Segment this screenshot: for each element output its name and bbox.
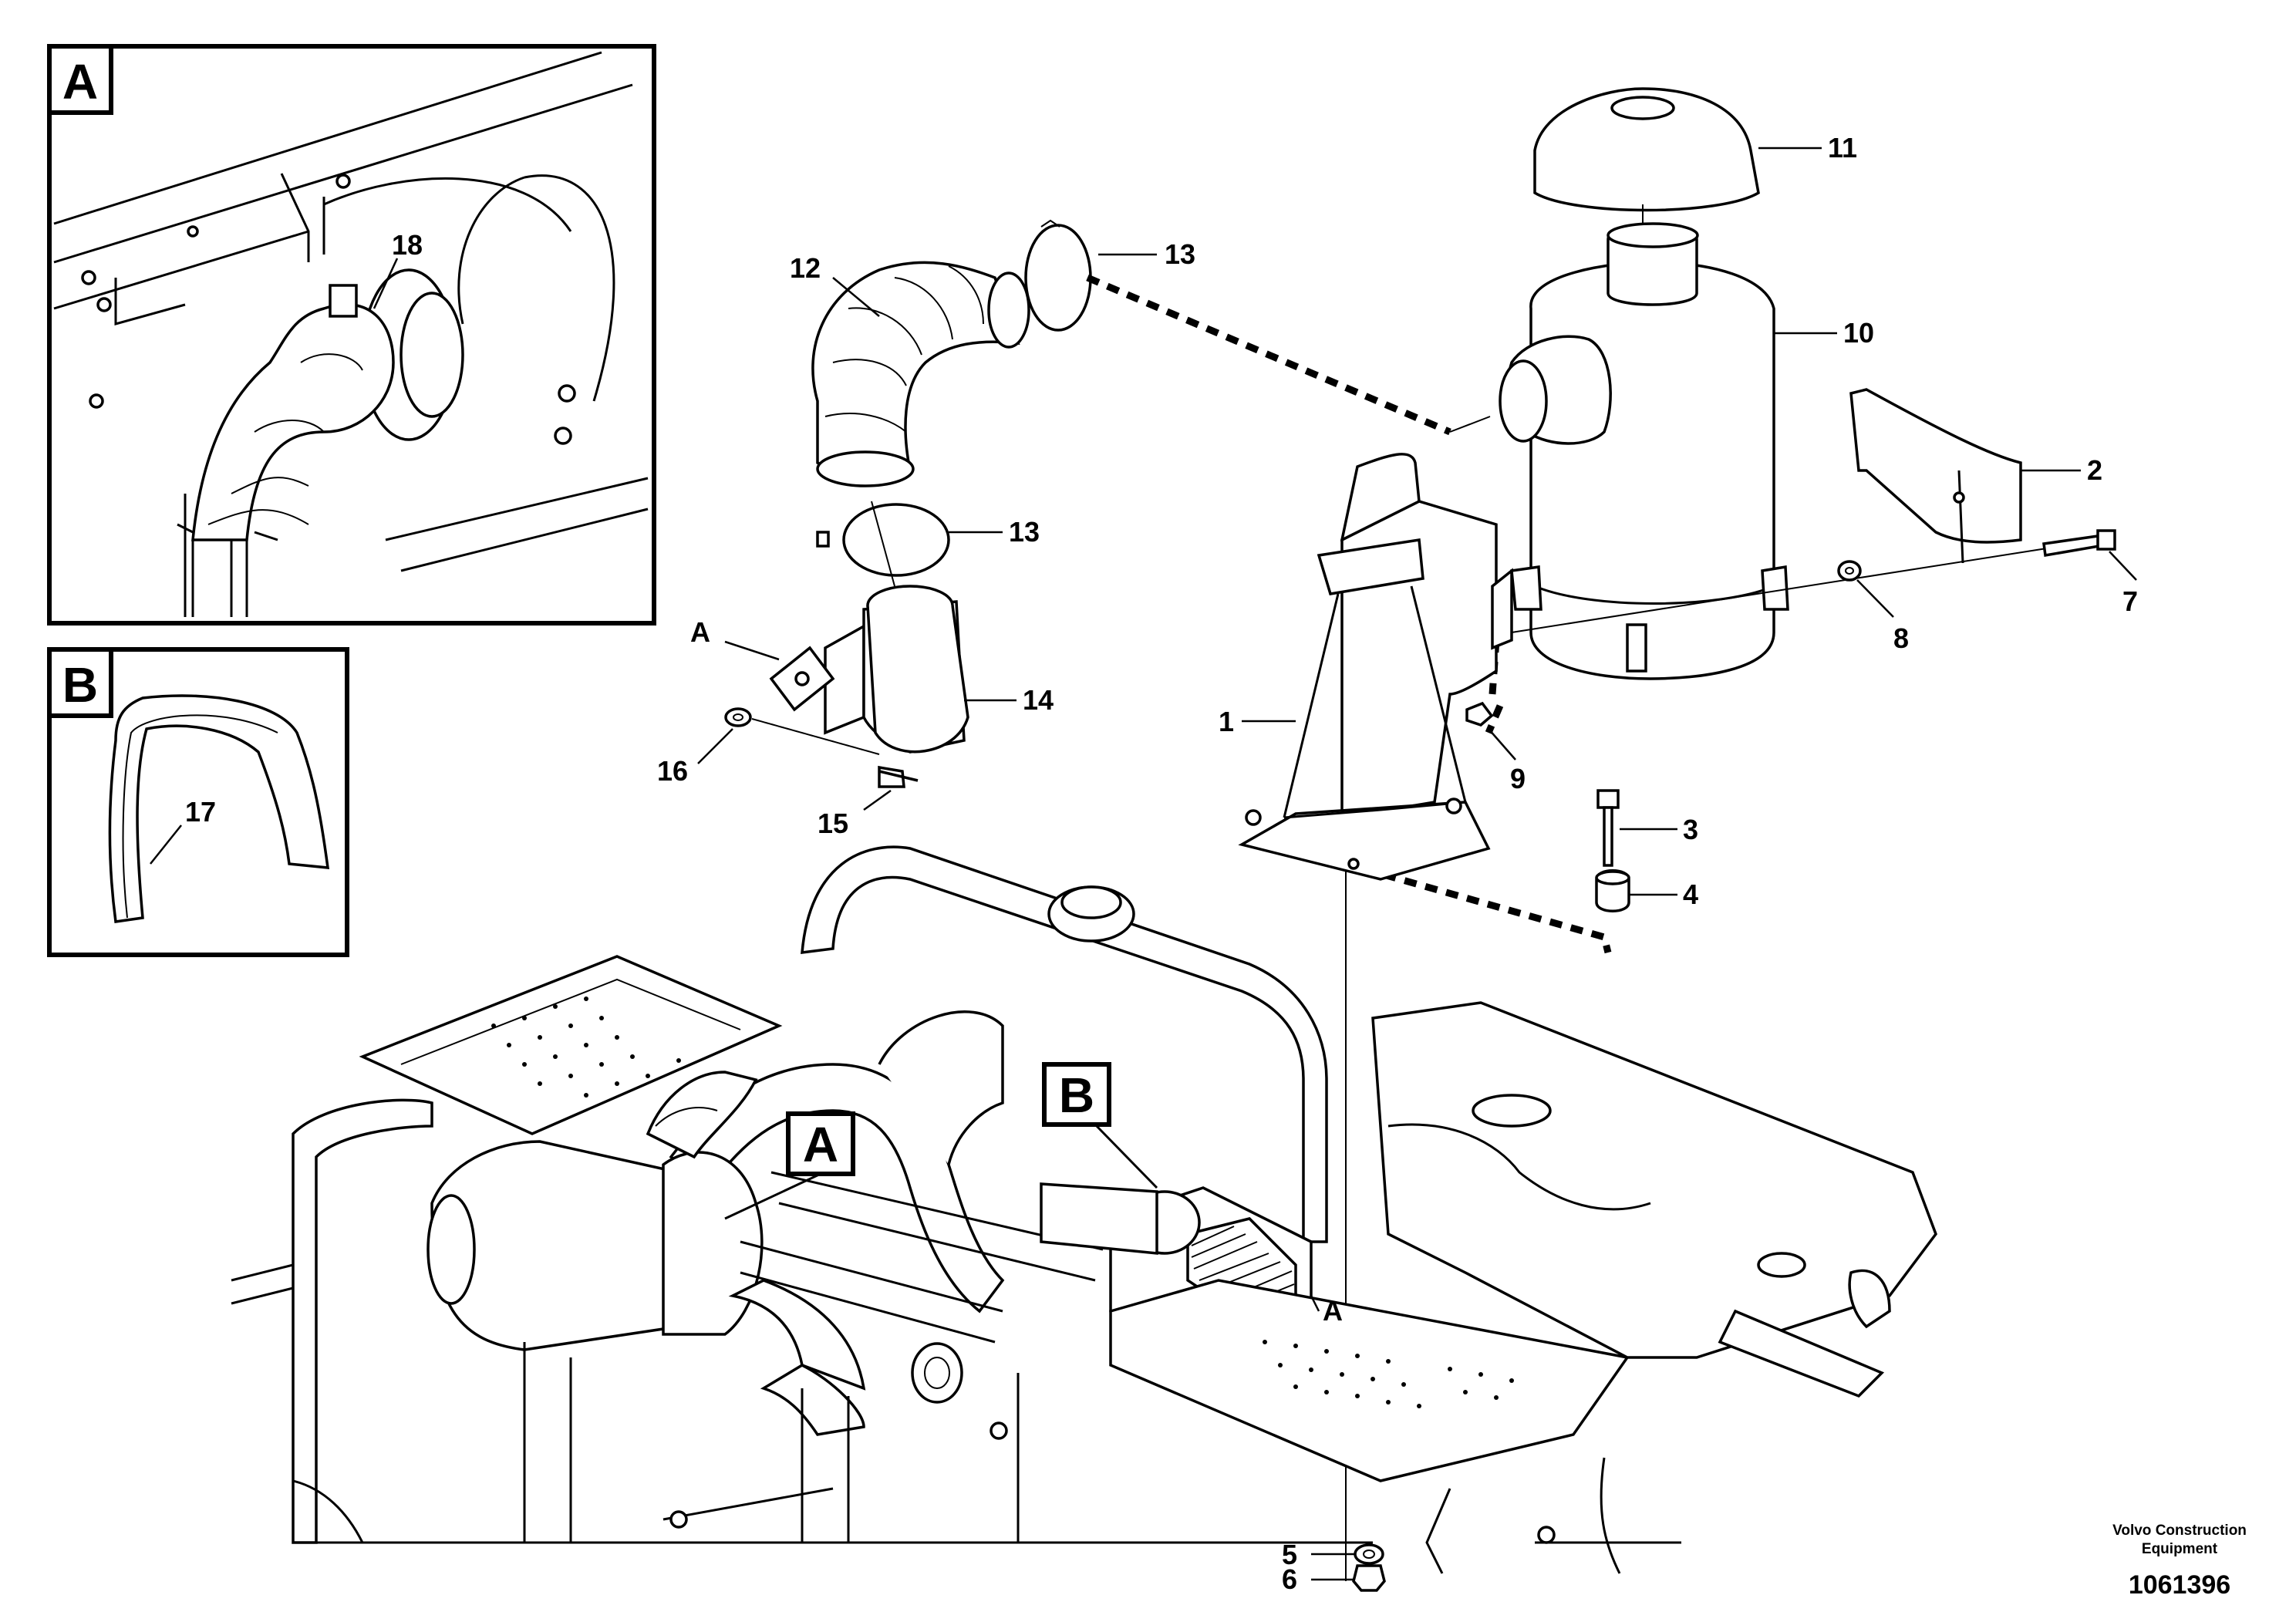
washer-8	[1837, 560, 1862, 582]
detail-view-a: A	[47, 44, 656, 626]
svg-text:9: 9	[1510, 763, 1526, 794]
svg-text:3: 3	[1683, 814, 1698, 845]
svg-text:11: 11	[1828, 132, 1857, 164]
callout-10: 10	[1774, 317, 1874, 349]
callout-1: 1	[1219, 706, 1296, 737]
pipe-14	[769, 585, 969, 754]
washer-16	[724, 707, 880, 755]
svg-text:6: 6	[1282, 1563, 1297, 1595]
clamp-13-upper	[1024, 219, 1092, 332]
svg-text:16: 16	[657, 755, 688, 787]
spacer-4	[1595, 869, 1630, 912]
svg-text:A: A	[803, 1117, 838, 1172]
clamp-13-lower	[816, 503, 950, 577]
detail-view-b: B	[47, 647, 349, 957]
svg-text:5: 5	[1282, 1539, 1297, 1570]
view-ref-a-main: A	[724, 1111, 855, 1220]
air-filter-10	[1449, 222, 1789, 680]
document-number: 1061396	[2129, 1570, 2230, 1600]
stand-1	[1238, 453, 1513, 881]
svg-text:B: B	[1059, 1067, 1094, 1123]
center-line-hose	[871, 501, 895, 587]
callout-2: 2	[2021, 454, 2102, 486]
callout-15: 15	[818, 789, 892, 839]
callout-6: 6	[1282, 1563, 1354, 1595]
nut-6	[1352, 1564, 1386, 1592]
callout-8: 8	[1856, 579, 1909, 654]
svg-text:13: 13	[1165, 238, 1195, 270]
callout-17: 17	[150, 796, 216, 865]
view-ref-a-bracket: A	[690, 616, 780, 661]
brand-line-1: Volvo Construction	[2112, 1523, 2247, 1539]
callout-16: 16	[657, 728, 733, 787]
svg-text:8: 8	[1893, 622, 1909, 654]
detail-b-label: B	[62, 657, 98, 713]
bolt-15	[878, 765, 919, 788]
callout-13-lower: 13	[949, 516, 1040, 548]
cover-11	[1533, 87, 1760, 239]
svg-text:12: 12	[790, 252, 821, 284]
callout-7: 7	[2109, 551, 2138, 617]
view-ref-a-small: A	[1310, 1295, 1343, 1327]
callout-14: 14	[964, 684, 1054, 716]
svg-text:10: 10	[1843, 317, 1874, 349]
svg-text:7: 7	[2122, 585, 2138, 617]
bolt-3	[1596, 789, 1620, 867]
callout-3: 3	[1620, 814, 1698, 845]
svg-text:15: 15	[818, 808, 848, 839]
callout-13-upper: 13	[1098, 238, 1195, 270]
detail-a-label: A	[62, 54, 98, 110]
callout-5: 5	[1282, 1539, 1354, 1570]
bolt-7	[2042, 529, 2116, 558]
view-ref-b-main: B	[1042, 1062, 1158, 1189]
strap-2	[1849, 388, 2022, 564]
svg-text:1: 1	[1219, 706, 1234, 737]
callout-11: 11	[1758, 132, 1857, 164]
svg-text:17: 17	[185, 796, 216, 828]
route-line-stand	[1368, 839, 1612, 954]
svg-text:A: A	[1323, 1295, 1343, 1327]
machine-assembly	[231, 845, 1937, 1574]
svg-text:4: 4	[1683, 878, 1698, 910]
svg-text:18: 18	[392, 229, 423, 261]
callout-9: 9	[1488, 728, 1526, 794]
callout-4: 4	[1629, 878, 1698, 910]
brand-line-2: Equipment	[2142, 1541, 2218, 1557]
svg-text:13: 13	[1009, 516, 1040, 548]
route-line-hose	[1086, 274, 1451, 436]
washer-5	[1354, 1543, 1384, 1565]
svg-text:A: A	[690, 616, 710, 648]
svg-text:2: 2	[2087, 454, 2102, 486]
callout-12: 12	[790, 252, 880, 317]
footer-brand: Volvo Construction Equipment 1061396	[2112, 1523, 2247, 1600]
nut-9	[1465, 701, 1494, 727]
hose-elbow-12	[811, 261, 1030, 487]
svg-text:14: 14	[1023, 684, 1054, 716]
callout-18: 18	[373, 229, 423, 309]
center-line-7-8	[1511, 547, 2052, 633]
